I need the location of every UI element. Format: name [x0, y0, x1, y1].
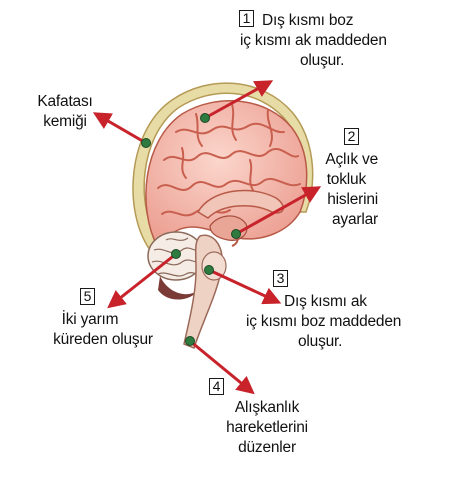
arrow-skull — [92, 112, 148, 145]
label-3-line: Dış kısmı ak — [284, 293, 367, 310]
label-4-line: düzenler — [238, 439, 296, 456]
label-5: İki yarım küreden oluşur — [44, 310, 162, 350]
arrow-4 — [188, 339, 255, 395]
label-3-line: oluşur. — [298, 333, 343, 350]
marker-skull — [141, 138, 151, 148]
label-4-line: Alışkanlık — [234, 399, 300, 416]
arrow-5 — [107, 252, 178, 309]
label-4-line: hareketlerini — [226, 419, 308, 436]
label-2-line: hislerini — [327, 191, 378, 208]
marker-3 — [204, 265, 214, 275]
number-badge-1: 1 — [239, 10, 254, 27]
marker-2 — [231, 229, 241, 239]
label-skull-line: Kafatası — [37, 93, 93, 110]
number-badge-2: 2 — [344, 128, 359, 145]
label-skull: Kafatası kemiği — [34, 92, 96, 132]
brain-folds — [157, 103, 301, 217]
label-5-line: İki yarım — [61, 311, 119, 328]
label-skull-line: kemiği — [43, 113, 87, 130]
label-1-line: Dış kısmı boz — [262, 12, 354, 29]
label-1: Dış kısmı boz iç kısmı ak maddeden oluşu… — [238, 11, 438, 71]
label-2-line: ayarlar — [332, 211, 378, 228]
label-3-line: iç kısmı boz maddeden — [246, 313, 402, 330]
marker-5 — [171, 249, 181, 259]
cerebrum — [145, 100, 308, 250]
arrow-1 — [203, 80, 274, 120]
label-1-line: iç kısmı ak maddeden — [240, 32, 387, 49]
label-3: Dış kısmı ak iç kısmı boz maddeden oluşu… — [246, 292, 446, 352]
cerebellum-shadow — [158, 276, 200, 300]
number-badge-5: 5 — [80, 288, 95, 305]
label-5-line: küreden oluşur — [53, 331, 153, 348]
arrow-3 — [207, 268, 282, 305]
label-2: Açlık ve tokluk hislerini ayarlar — [296, 150, 378, 230]
number-badge-3: 3 — [273, 270, 288, 287]
number-badge-4: 4 — [209, 378, 224, 395]
corpus-callosum — [196, 189, 284, 219]
label-4: Alışkanlık hareketlerini düzenler — [222, 398, 312, 458]
marker-4 — [185, 336, 195, 346]
arrow-2 — [234, 186, 322, 236]
label-2-line: Açlık ve — [325, 151, 378, 168]
label-1-line: oluşur. — [300, 52, 345, 69]
marker-1 — [200, 113, 210, 123]
thalamus — [209, 215, 248, 241]
label-2-line: tokluk — [326, 171, 366, 188]
